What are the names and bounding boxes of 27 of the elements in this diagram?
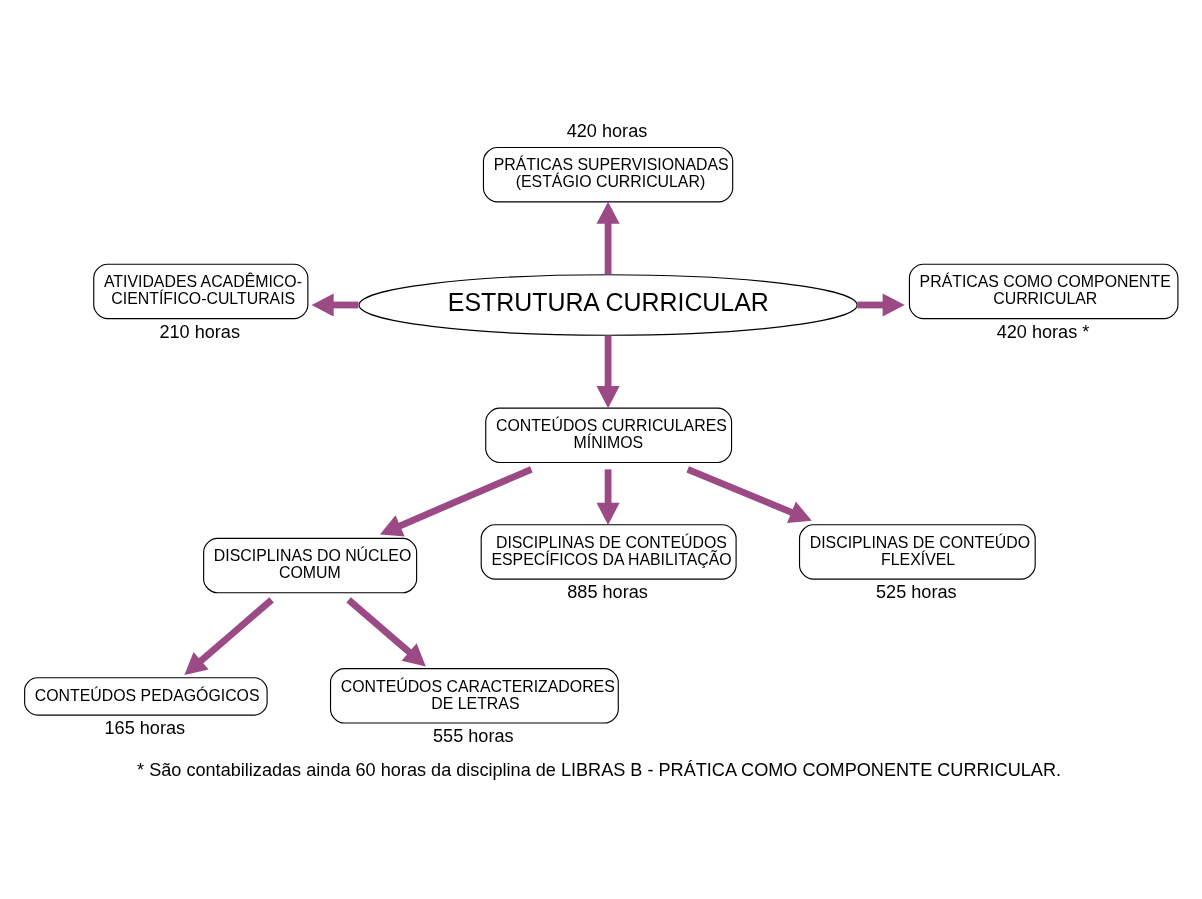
arrow bbox=[686, 465, 812, 523]
node-box: PRÁTICAS COMO COMPONENTE CURRICULAR bbox=[908, 263, 1179, 319]
node-box: PRÁTICAS SUPERVISIONADAS (ESTÁGIO CURRICULAR) bbox=[482, 146, 734, 202]
node-box: CONTEÚDOS CARACTERIZADORES DE LETRAS bbox=[329, 667, 619, 724]
node-label: 555 horas bbox=[433, 725, 514, 746]
caption: * São contabilizadas ainda 60 horas da disciplina de LIBRAS B - PRÁTICA COMO COMPONENTE CURRICULAR. bbox=[137, 759, 1062, 780]
node-box: ATIVIDADES ACADÊMICO-CIENTÍFICO-CULTURAIS bbox=[93, 263, 309, 319]
arrow bbox=[184, 596, 274, 675]
node-label: 885 horas bbox=[567, 581, 648, 602]
node-box: DISCIPLINAS DO NÚCLEO COMUM bbox=[203, 537, 418, 593]
node-box: CONTEÚDOS CURRICULARES MÍNIMOS bbox=[485, 407, 733, 463]
arrow bbox=[379, 465, 533, 536]
arrow bbox=[311, 292, 359, 317]
node-box: DISCIPLINAS DE CONTEÚDOS ESPECÍFICOS DA HABILITAÇÃO bbox=[480, 523, 737, 580]
arrow bbox=[346, 596, 426, 666]
arrow bbox=[596, 335, 620, 408]
node-box: DISCIPLINAS DE CONTEÚDO FLEXÍVEL bbox=[798, 523, 1036, 580]
arrow bbox=[596, 201, 620, 274]
node-label: 210 horas bbox=[159, 321, 240, 342]
node-label: 525 horas bbox=[876, 581, 957, 602]
node-box: CONTEÚDOS PEDAGÓGICOS bbox=[24, 676, 268, 716]
node-label: 165 horas bbox=[104, 717, 186, 738]
node-ellipse: ESTRUTURA CURRICULAR bbox=[358, 273, 858, 336]
node-label: 420 horas bbox=[566, 120, 648, 141]
arrow bbox=[596, 468, 620, 525]
node-label: 420 horas * bbox=[996, 321, 1090, 342]
arrow bbox=[857, 292, 905, 317]
